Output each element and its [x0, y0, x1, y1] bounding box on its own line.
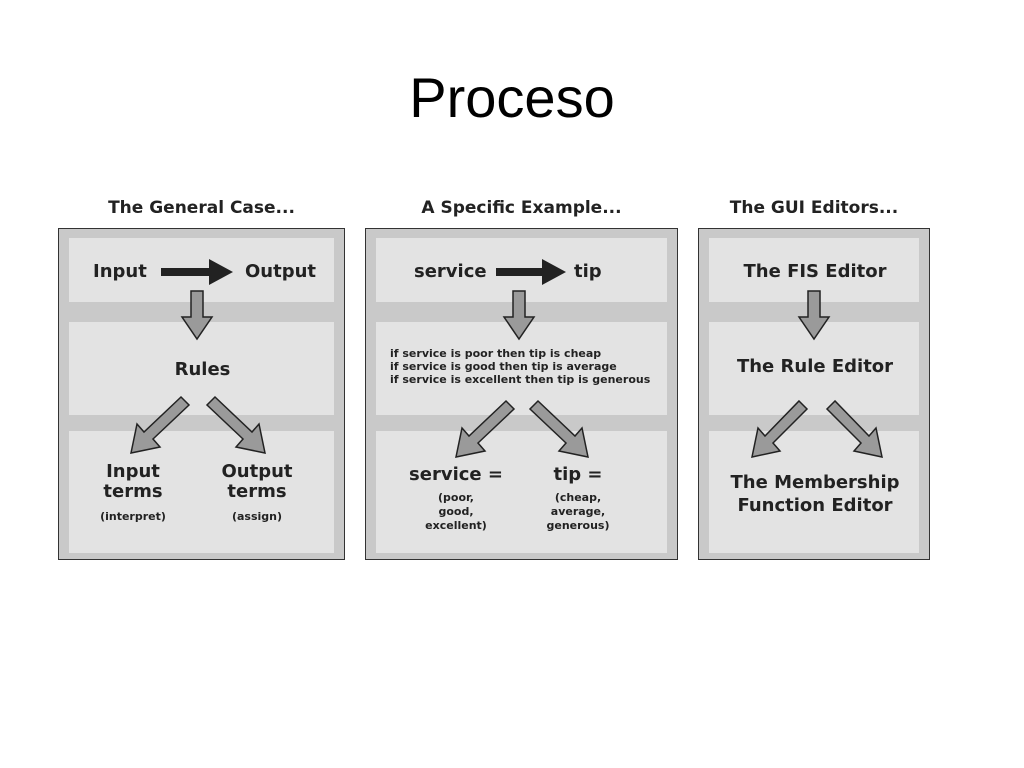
down-left-arrow-icon: [455, 399, 516, 458]
fis-editor-label: The FIS Editor: [743, 261, 887, 282]
down-arrow-icon: [797, 290, 831, 341]
panel-heading-specific-example: A Specific Example...: [421, 198, 622, 218]
band-middle: [376, 322, 667, 415]
tip-terms-title: tip =: [553, 464, 603, 485]
band-middle: [69, 322, 334, 415]
tip-label: tip: [574, 261, 602, 282]
down-right-arrow-icon: [825, 399, 883, 458]
band-bottom: [376, 431, 667, 553]
panel-gui-editors: The FIS Editor The Rule Editor The Membe…: [698, 228, 930, 560]
slide-title: Proceso: [409, 66, 615, 129]
rule-line-1: if service is poor then tip is cheap: [390, 347, 602, 360]
down-right-arrow-icon: [528, 399, 589, 458]
input-label: Input: [93, 261, 147, 282]
membership-editor-label-1: The Membership: [730, 472, 900, 493]
rule-line-2: if service is good then tip is average: [390, 360, 617, 373]
down-arrow-icon: [180, 290, 214, 341]
panel-specific-example: service tip if service is poor then tip …: [365, 228, 678, 560]
down-left-arrow-icon: [751, 399, 809, 458]
service-terms-sub-2: good,: [438, 505, 474, 518]
rule-editor-label: The Rule Editor: [736, 356, 894, 377]
down-left-arrow-icon: [130, 395, 191, 454]
tip-terms-sub-2: average,: [550, 505, 606, 518]
input-terms-title-1: Input: [106, 461, 160, 482]
panel-heading-gui-editors: The GUI Editors...: [729, 198, 899, 218]
band-bottom: [69, 431, 334, 553]
service-terms-title: service =: [409, 464, 503, 485]
band-bottom: [709, 431, 919, 553]
rule-line-3: if service is excellent then tip is gene…: [390, 373, 651, 386]
down-arrow-icon: [502, 290, 536, 341]
output-terms-title-2: terms: [227, 481, 287, 502]
input-terms-title-2: terms: [103, 481, 163, 502]
right-arrow-icon: [161, 259, 233, 285]
service-terms-sub-1: (poor,: [437, 491, 474, 504]
service-label: service: [414, 261, 487, 282]
output-terms-title-1: Output: [221, 461, 293, 482]
service-terms-sub-3: excellent): [425, 519, 487, 532]
right-arrow-icon: [496, 259, 566, 285]
output-terms-sub: (assign): [231, 510, 283, 523]
rules-label: Rules: [174, 359, 231, 380]
panel-general-case: Input Output Rules Input terms (interpre…: [58, 228, 345, 560]
panel-heading-general-case: The General Case...: [108, 198, 295, 218]
output-label: Output: [245, 261, 317, 282]
tip-terms-sub-3: generous): [546, 519, 610, 532]
membership-editor-label-2: Function Editor: [737, 495, 893, 516]
tip-terms-sub-1: (cheap,: [554, 491, 602, 504]
down-right-arrow-icon: [205, 395, 266, 454]
input-terms-sub: (interpret): [100, 510, 166, 523]
